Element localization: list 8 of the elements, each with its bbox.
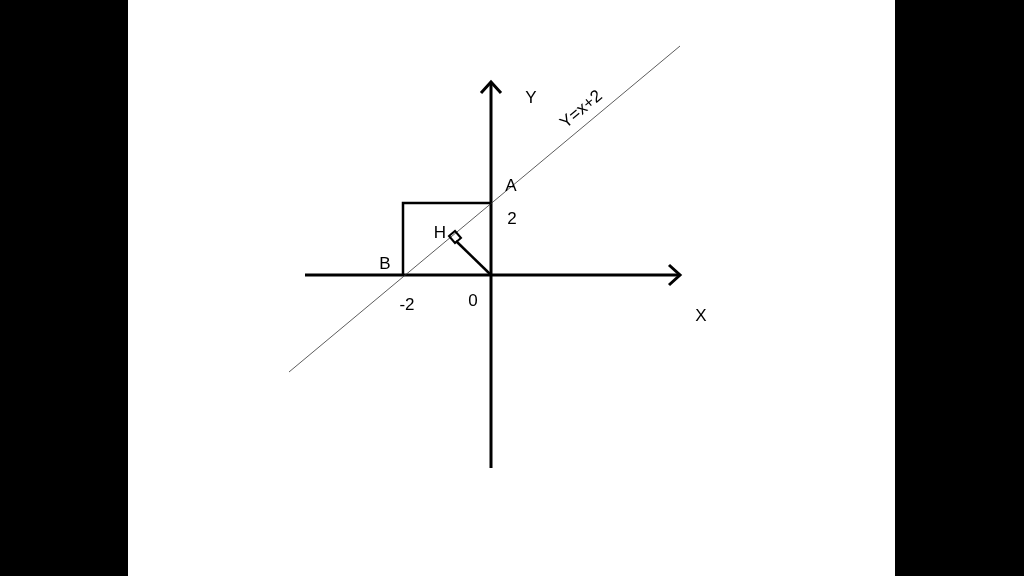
point-label: H — [433, 223, 447, 241]
point-label: A — [505, 176, 517, 194]
axis-label: X — [695, 306, 707, 324]
tick-label: 2 — [507, 209, 517, 227]
tick-label: -2 — [399, 295, 415, 313]
origin-label: 0 — [468, 291, 478, 309]
point-label: B — [379, 254, 391, 272]
axis-label: Y — [525, 88, 537, 106]
